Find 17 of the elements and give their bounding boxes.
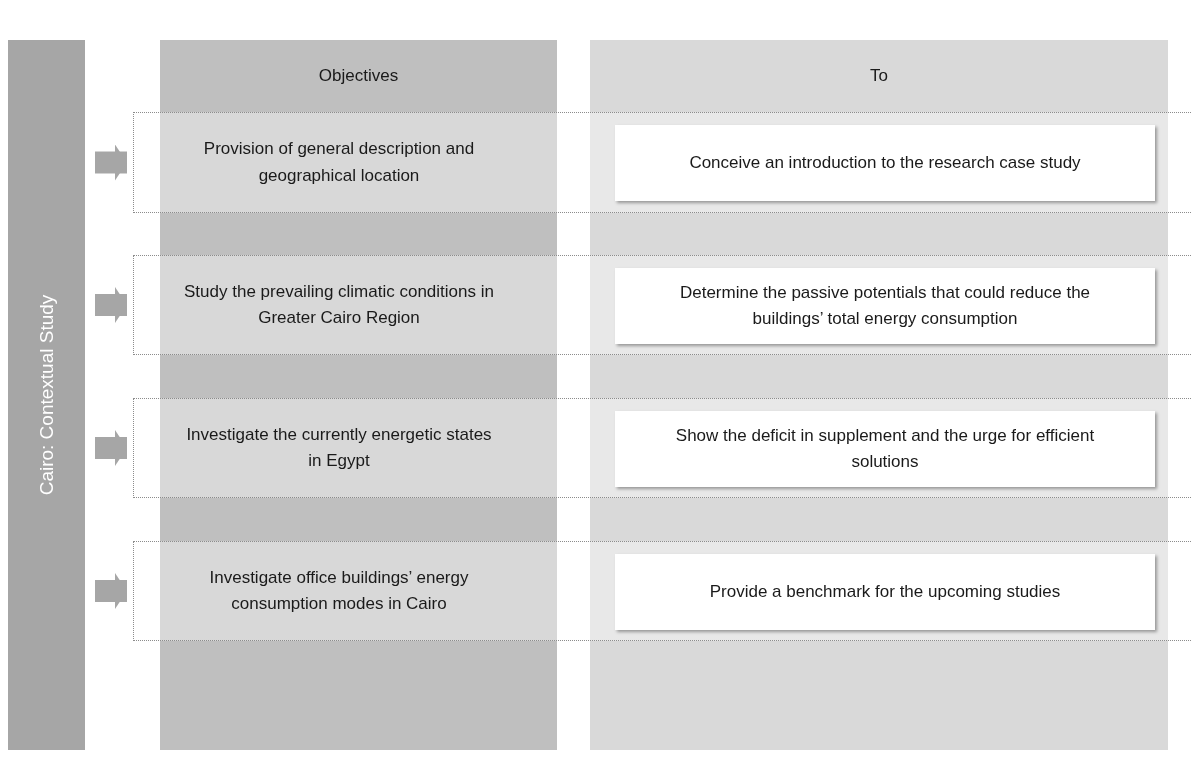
- objective-text: Investigate office buildings’ energy consumption modes in Cairo: [208, 566, 470, 615]
- column-background: [160, 40, 557, 750]
- outcome-box: Provide a benchmark for the upcoming studies: [615, 554, 1155, 630]
- outcome-box: Conceive an introduction to the research case study: [615, 125, 1155, 201]
- block-arrow: [95, 573, 127, 609]
- block-arrow: [95, 430, 127, 466]
- column-header: Objectives: [317, 65, 400, 87]
- column-header: To: [869, 65, 889, 87]
- side-band: [8, 40, 85, 750]
- objective-text: Investigate the currently energetic states in Egypt: [185, 423, 493, 472]
- objective-text: Provision of general description and geographical location: [202, 138, 476, 187]
- band-title: Cairo: Contextual Study: [35, 294, 58, 496]
- block-arrow: [95, 287, 127, 323]
- block-arrow: [95, 144, 127, 181]
- objective-text: Study the prevailing climatic conditions in Greater Cairo Region: [183, 280, 495, 329]
- outcome-box: Determine the passive potentials that could reduce the buildings’ total energy consumption: [615, 268, 1155, 344]
- outcome-box: Show the deficit in supplement and the urge for efficient solutions: [615, 411, 1155, 487]
